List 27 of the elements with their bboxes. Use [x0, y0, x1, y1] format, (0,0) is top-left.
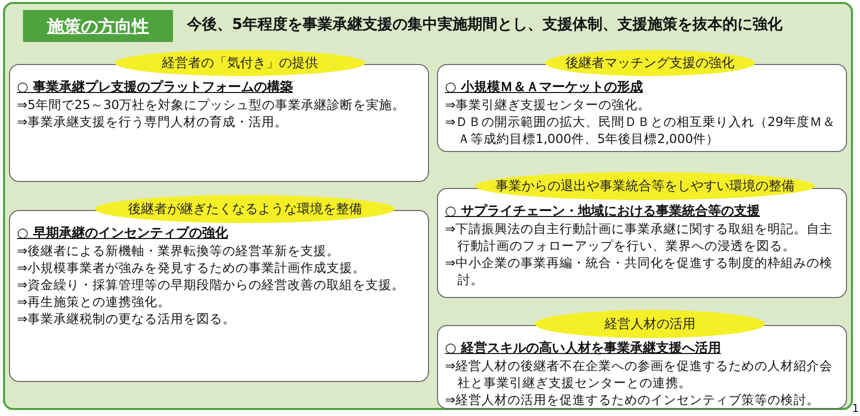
measure-heading: ○ 事業承継プレ支援のプラットフォームの構築	[17, 79, 294, 96]
bullet-text: ⇒事業引継ぎ支援センターの強化。	[445, 96, 652, 113]
measure-heading: ○ 小規模Ｍ＆Ａマーケットの形成	[445, 79, 644, 96]
section-heading: 経営者の「気付き」の提供	[115, 50, 365, 76]
bullet-text: ⇒資金繰り・採算管理等の早期段階からの経営改善の取組を支援。	[17, 276, 406, 293]
measure-heading: ○ 早期承継のインセンティブの強化	[17, 225, 229, 242]
bullet-text: ⇒下請振興法の自主行動計画に事業承継に関する取組を明記。自主行動計画のフォローアップを行い、業界への浸透を図る。	[445, 220, 834, 254]
page-number: 1	[852, 402, 859, 415]
section-heading: 後継者マッチング支援の強化	[545, 50, 755, 76]
bullet-text: ⇒事業承継支援を行う専門人材の育成・活用。	[17, 113, 288, 130]
section-heading: 後継者が継ぎたくなるような環境を整備	[95, 195, 395, 223]
bullet-text: ⇒ＤＢの開示範囲の拡大、民間ＤＢとの相互乗り入れ（29年度Ｍ＆Ａ等成約目標1,000件、5年後目標2,000件）	[445, 113, 836, 147]
policy-panel	[3, 2, 853, 410]
bullet-text: ⇒小規模事業者が強みを発見するための事業計画作成支援。	[17, 259, 366, 276]
bullet-text: ⇒5年間で25～30万社を対象にプッシュ型の事業承継診断を実施。	[17, 96, 406, 113]
section-heading: 経営人材の活用	[535, 310, 765, 338]
bullet-text: ⇒経営人材の後継者不在企業への参画を促進するための人材紹介会社と事業引継ぎ支援センターとの連携。	[445, 357, 834, 391]
bullet-text: ⇒後継者による新機軸・業界転換等の経営革新を支援。	[17, 242, 340, 259]
section-tab: 施策の方向性	[23, 10, 173, 42]
bullet-text: ⇒経営人材の活用を促進するためのインセンティブ策等の検討。	[445, 391, 820, 408]
measure-heading: ○ サプライチェーン・地域における事業統合等の支援	[445, 203, 761, 220]
section-heading: 事業からの退出や事業統合等をしやすい環境の整備	[475, 172, 815, 200]
bullet-text: ⇒事業承継税制の更なる活用を図る。	[17, 310, 236, 327]
measure-heading: ○ 経営スキルの高い人材を事業承継支援へ活用	[445, 340, 722, 357]
headline-text: 今後、5年程度を事業承継支援の集中実施期間とし、支援体制、支援施策を抜本的に強化	[187, 15, 782, 34]
bullet-text: ⇒中小企業の事業再編・統合・共同化を促進する制度的枠組みの検討。	[445, 254, 834, 288]
bullet-text: ⇒再生施策との連携強化。	[17, 293, 172, 310]
